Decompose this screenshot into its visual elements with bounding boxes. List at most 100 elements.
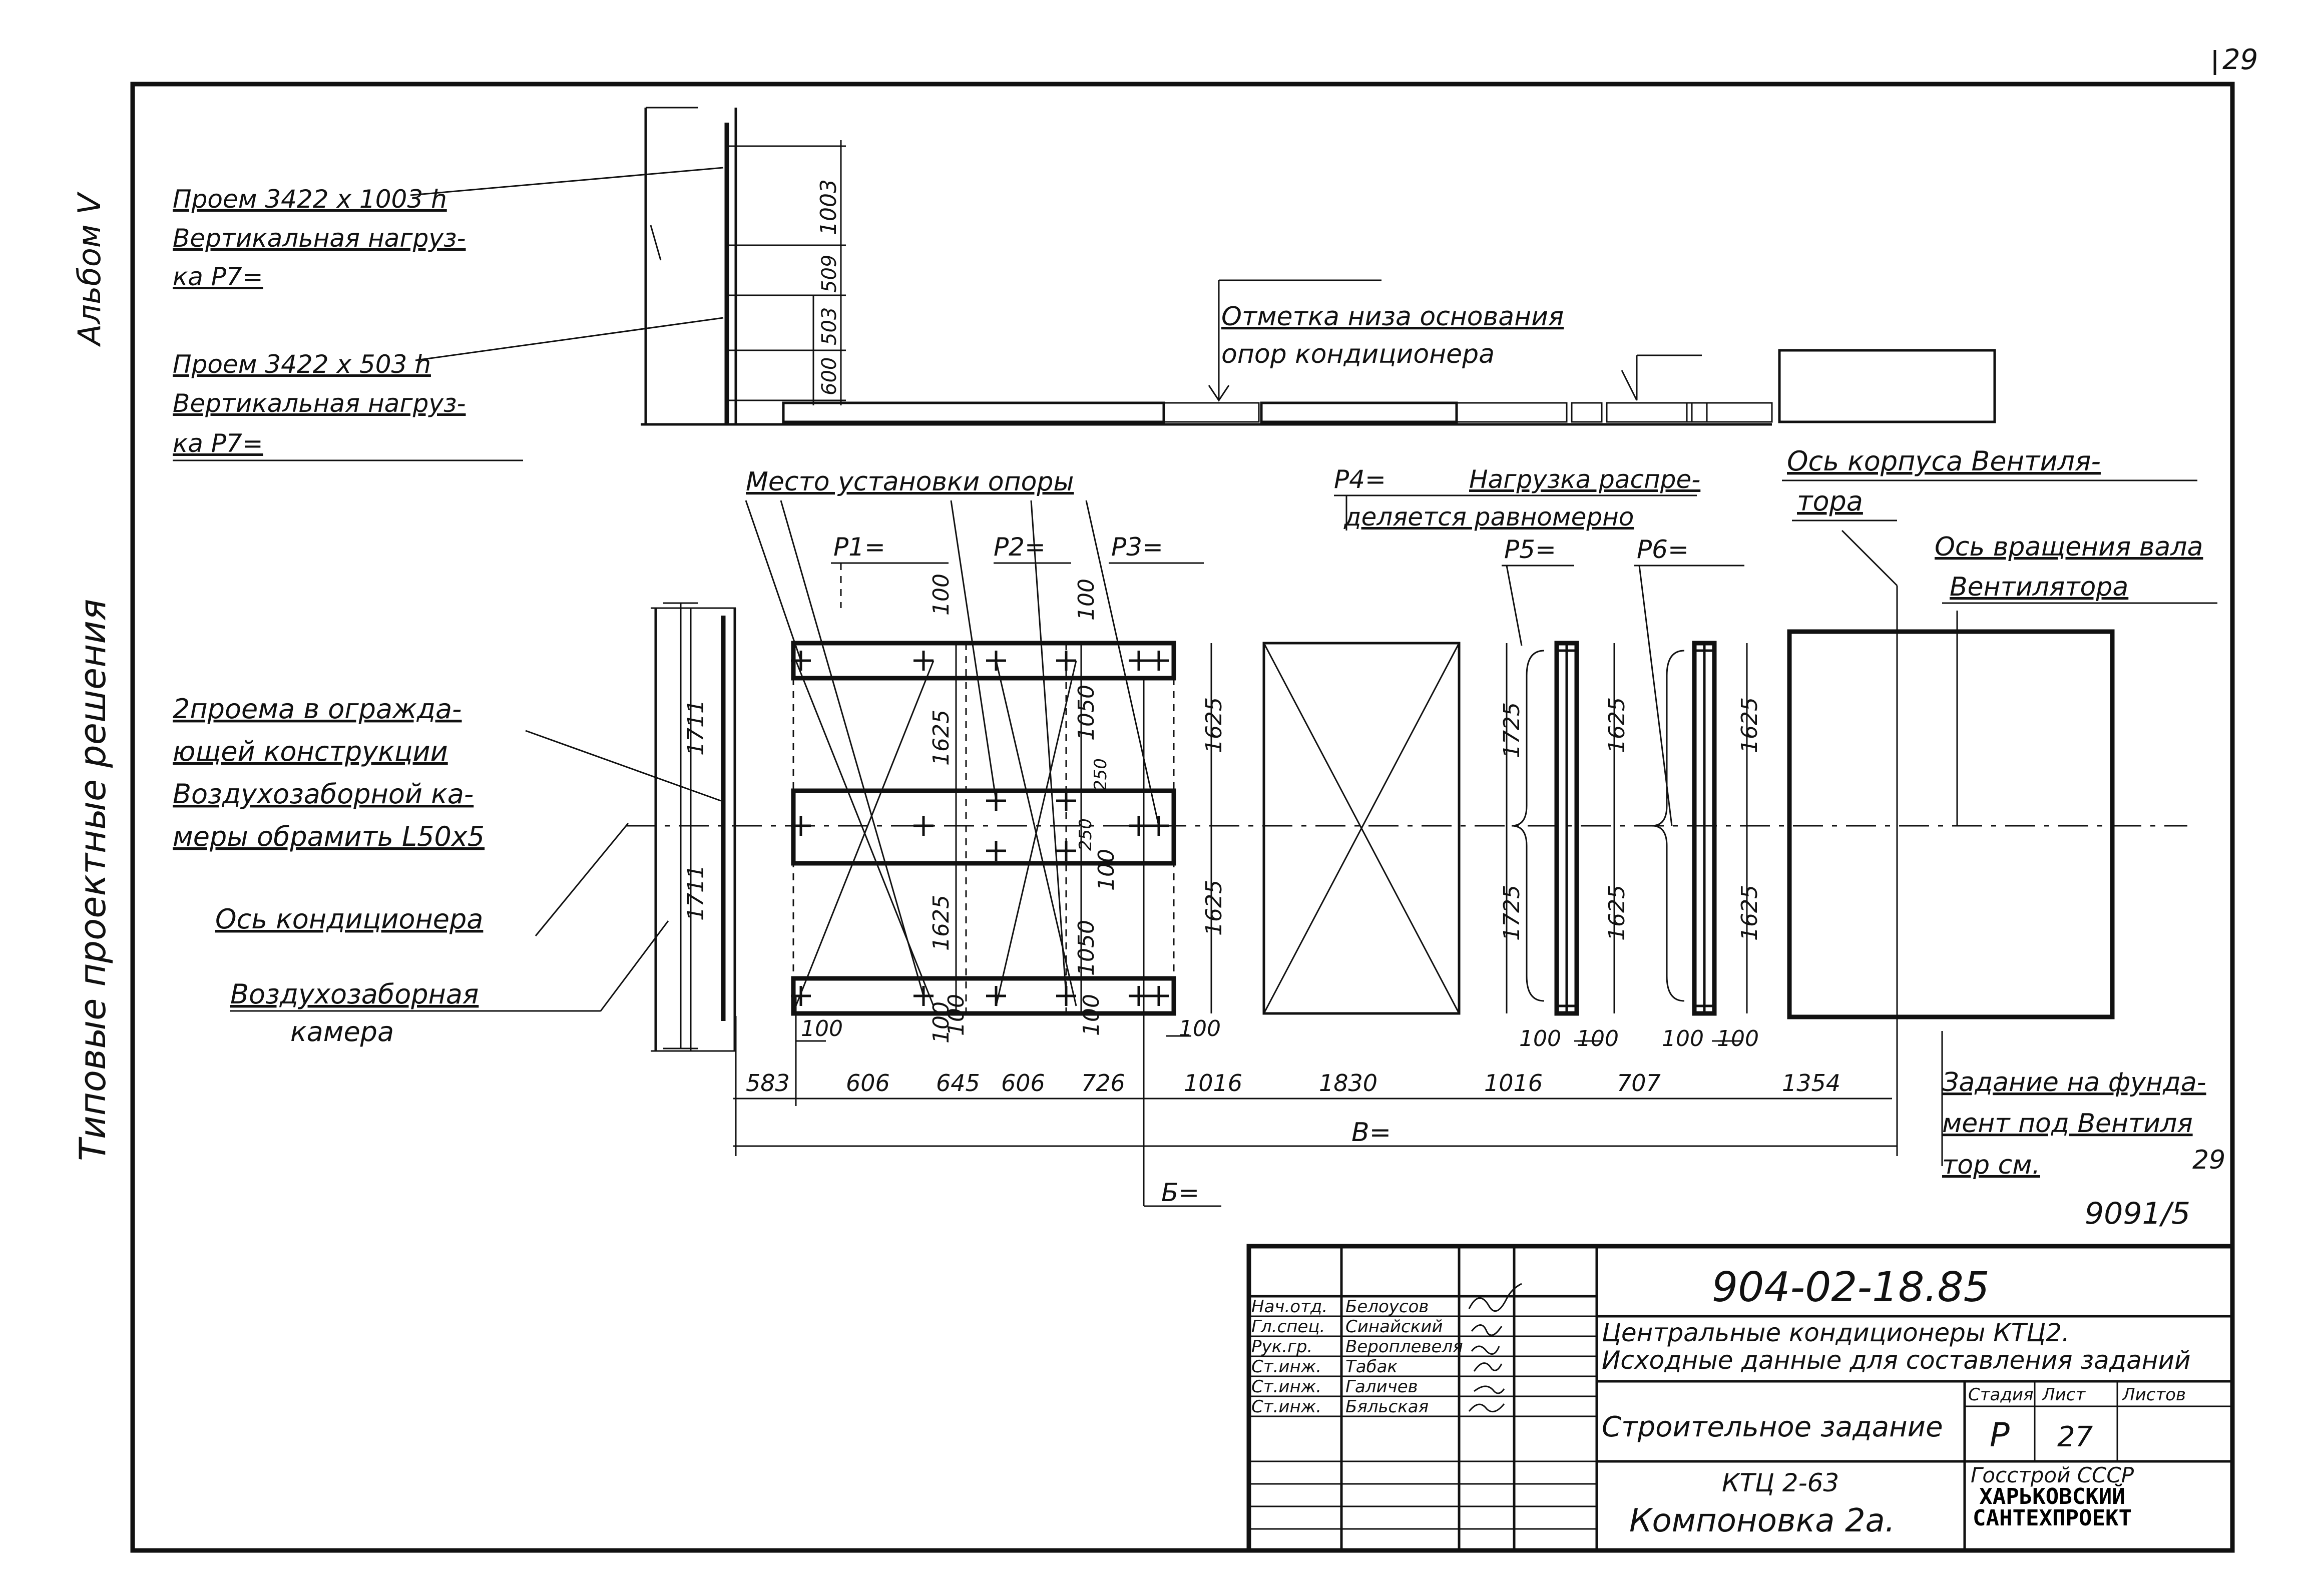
svg-text:100: 100 [1094, 849, 1119, 891]
svg-text:1050: 1050 [1074, 920, 1099, 976]
dim-1625-b: 1625 [929, 895, 954, 951]
dim-100-bottom-5: 100 [1519, 1026, 1561, 1051]
svg-text:P5=: P5= [1504, 535, 1556, 564]
chain-dim-606-a: 606 [846, 1070, 890, 1097]
svg-text:Нагрузка распре-: Нагрузка распре- [1469, 465, 1700, 494]
svg-text:1050: 1050 [1074, 685, 1099, 741]
plan-view [626, 529, 2187, 1207]
partial-dim-b: Б= [1161, 1178, 1199, 1207]
dim-1625-d: 1625 [1201, 880, 1227, 936]
svg-text:Вертикальная нагруз-: Вертикальная нагруз- [173, 224, 466, 253]
name-3: Вероплевеля [1345, 1337, 1463, 1357]
svg-text:P4=: P4= [1334, 465, 1386, 494]
svg-text:Проем 3422 x 1003 h: Проем 3422 x 1003 h [173, 185, 447, 214]
title-block-roles: Нач.отд. Гл.спец. Рук.гр. Ст.инж. Ст.инж… [1251, 1297, 1327, 1417]
svg-text:100: 100 [929, 1001, 954, 1043]
svg-text:503: 503 [818, 307, 841, 345]
role-6: Ст.инж. [1251, 1397, 1321, 1417]
sheet-value: 27 [2057, 1421, 2093, 1453]
dim-100-bottom-1: 100 [801, 1016, 843, 1041]
dim-100-c: 100 [1074, 579, 1099, 621]
org-line-1: Госстрой СССР [1971, 1463, 2134, 1487]
chain-dimensions: 583 606 645 606 726 1016 1830 1016 707 1… [746, 1070, 1840, 1097]
svg-text:1625: 1625 [1604, 697, 1630, 753]
title-line-1: Центральные кондиционеры КТЦ2. [1602, 1318, 2070, 1347]
svg-text:1711: 1711 [683, 865, 709, 921]
svg-text:опор кондиционера: опор кондиционера [1221, 339, 1495, 369]
signatures [1468, 1283, 1522, 1413]
dim-100-bottom-2: 100 [944, 994, 969, 1036]
dim-100-d: 100 [1094, 849, 1119, 891]
svg-text:деляется равномерно: деляется равномерно [1343, 502, 1634, 531]
sheet-title: Строительное задание [1602, 1411, 1943, 1443]
fan-foundation-note: Задание на фунда- мент под Вентиля тор с… [1942, 1068, 2225, 1231]
dim-100-bottom-7: 100 [1662, 1026, 1704, 1051]
dim-600: 600 [818, 357, 841, 395]
role-5: Ст.инж. [1251, 1377, 1321, 1397]
chain-dim-707: 707 [1617, 1070, 1661, 1097]
svg-text:Отметка низа основания: Отметка низа основания [1221, 302, 1564, 332]
svg-text:Ось кондиционера: Ось кондиционера [215, 903, 483, 935]
dim-503: 503 [818, 307, 841, 345]
base-mark-note: Отметка низа основания опор кондиционера [1221, 302, 1564, 369]
chain-dim-645: 645 [936, 1070, 980, 1097]
stage-value: Р [1990, 1416, 2010, 1454]
name-4: Табак [1345, 1357, 1398, 1377]
chain-dim-583: 583 [746, 1070, 790, 1097]
svg-text:P1=: P1= [833, 533, 885, 562]
name-5: Галичев [1345, 1377, 1418, 1397]
svg-text:Типовые проектные решения: Типовые проектные решения [72, 599, 114, 1161]
name-6: Бяльская [1345, 1397, 1429, 1417]
dim-100-bottom-3: 100 [1079, 994, 1104, 1036]
chain-dim-606-b: 606 [1001, 1070, 1045, 1097]
svg-text:тор см.: тор см. [1942, 1150, 2040, 1180]
dim-1050-a: 1050 [1074, 685, 1099, 741]
svg-text:камера: камера [290, 1016, 394, 1047]
svg-text:1625: 1625 [1201, 880, 1227, 936]
dim-1711-bottom: 1711 [683, 865, 709, 921]
opening2-note: Проем 3422 x 503 h Вертикальная нагруз- … [173, 317, 724, 461]
dim-250-b: 250 [1076, 818, 1096, 851]
svg-text:250: 250 [1091, 758, 1111, 791]
page-number: 29 [2222, 44, 2258, 76]
dim-1711-top: 1711 [683, 700, 709, 756]
dim-1625-a: 1625 [929, 710, 954, 766]
svg-text:1625: 1625 [1737, 885, 1762, 941]
svg-text:2проема в огражда-: 2проема в огражда- [173, 693, 462, 725]
svg-text:меры обрамить L50x5: меры обрамить L50x5 [173, 821, 485, 852]
p3-load: P3= [1109, 533, 1204, 564]
dim-1625-f: 1625 [1604, 885, 1630, 941]
sheet-frame [130, 82, 2235, 1553]
chain-dim-1830: 1830 [1319, 1070, 1377, 1097]
album-label: Альбом V [71, 191, 108, 347]
name-1: Белоусов [1345, 1297, 1429, 1317]
chain-dim-1016-b: 1016 [1484, 1070, 1543, 1097]
svg-text:Альбом V: Альбом V [71, 191, 108, 347]
p5-load: P5= [1502, 535, 1574, 567]
svg-text:9091/5: 9091/5 [2085, 1196, 2190, 1231]
document-code: 904-02-18.85 [1712, 1264, 1990, 1311]
dim-100-b: 100 [929, 1001, 954, 1043]
chain-dim-1354: 1354 [1782, 1070, 1840, 1097]
dim-1625-g: 1625 [1737, 697, 1762, 753]
svg-text:Вентилятора: Вентилятора [1950, 572, 2128, 602]
svg-text:P3=: P3= [1111, 533, 1163, 562]
support-place-note: Место установки опоры [745, 467, 1160, 996]
dim-1625-e: 1625 [1604, 697, 1630, 753]
title-block-names: Белоусов Синайский Вероплевеля Табак Гал… [1345, 1297, 1463, 1417]
svg-text:1725: 1725 [1499, 885, 1525, 941]
svg-text:1625: 1625 [1737, 697, 1762, 753]
svg-text:1625: 1625 [1604, 885, 1630, 941]
svg-text:1625: 1625 [1201, 697, 1227, 753]
fan-shaft-axis-note: Ось вращения вала Вентилятора [1935, 532, 2217, 604]
chain-dim-726: 726 [1081, 1070, 1125, 1097]
dim-100-a: 100 [929, 574, 954, 616]
opening1-note: Проем 3422 x 1003 h Вертикальная нагруз-… [173, 167, 724, 291]
p4-note: P4= Нагрузка распре- деляется равномерно [1334, 465, 1700, 531]
role-3: Рук.гр. [1251, 1337, 1312, 1357]
intake-chamber-note: Воздухозаборная камера [230, 920, 669, 1047]
svg-text:600: 600 [818, 357, 841, 395]
svg-text:Вертикальная нагруз-: Вертикальная нагруз- [173, 389, 466, 418]
svg-text:1625: 1625 [929, 895, 954, 951]
dim-1725-a: 1725 [1499, 702, 1525, 758]
